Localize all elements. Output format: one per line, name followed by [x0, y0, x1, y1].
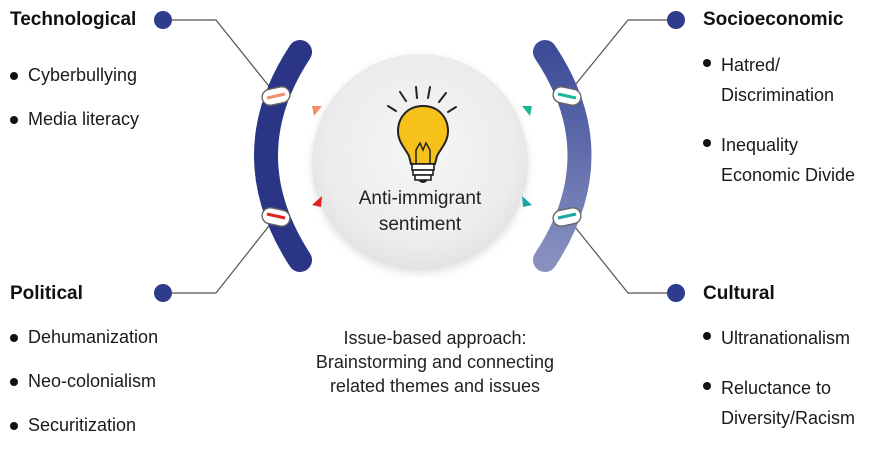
political-heading: Political — [10, 283, 83, 304]
socioeconomic-node — [667, 11, 685, 29]
list-item-line1: Reluctance to — [721, 378, 832, 398]
technological-ring — [261, 86, 291, 106]
mind-map-diagram — [154, 11, 685, 302]
list-item: Hatred/ Discrimination — [703, 50, 855, 110]
cultural-list: Ultranationalism Reluctance to Diversity… — [703, 323, 855, 453]
left-arc — [254, 40, 312, 272]
caption-line2: Brainstorming and connecting — [315, 352, 555, 372]
socioeconomic-heading: Socioeconomic — [703, 9, 844, 30]
technological-connector — [163, 19, 277, 96]
list-item: Securitization — [10, 413, 158, 437]
cultural-node — [667, 284, 685, 302]
socioeconomic-connector — [566, 19, 676, 96]
center-label-line2: sentiment — [378, 214, 462, 235]
list-item: Neo-colonialism — [10, 369, 158, 393]
approach-caption: Issue-based approach: Brainstorming and … — [250, 326, 620, 398]
socioeconomic-ring — [552, 86, 582, 106]
lightbulb-icon — [387, 86, 457, 183]
technological-triangle-icon — [312, 106, 322, 116]
list-item-line1: Hatred/ — [721, 55, 781, 75]
cultural-heading: Cultural — [703, 283, 775, 304]
caption-line1: Issue-based approach: — [343, 328, 527, 348]
political-ring — [261, 207, 291, 227]
list-item: Media literacy — [10, 107, 139, 131]
political-node — [154, 284, 172, 302]
list-item: Dehumanization — [10, 325, 158, 349]
list-item-line1: Ultranationalism — [721, 328, 851, 348]
caption-line3: related themes and issues — [329, 376, 541, 396]
socioeconomic-list: Hatred/ Discrimination Inequality Econom… — [703, 50, 855, 210]
political-connector — [163, 216, 277, 294]
list-item: Reluctance to Diversity/Racism — [703, 373, 855, 433]
list-item-line2: Discrimination — [721, 85, 835, 105]
technological-heading: Technological — [10, 9, 137, 30]
list-item-line1: Inequality — [721, 135, 799, 155]
list-item-line2: Diversity/Racism — [721, 408, 856, 428]
center-label-line1: Anti-immigrant — [358, 188, 482, 209]
list-item: Cyberbullying — [10, 63, 139, 87]
center-label: Anti-immigrant sentiment — [325, 186, 515, 238]
political-triangle-icon — [312, 196, 322, 207]
list-item: Inequality Economic Divide — [703, 130, 855, 190]
political-list: Dehumanization Neo-colonialism Securitiz… — [10, 325, 158, 457]
technological-list: Cyberbullying Media literacy — [10, 63, 139, 151]
list-item: Ultranationalism — [703, 323, 855, 353]
list-item-line2: Economic Divide — [721, 165, 856, 185]
cultural-triangle-icon — [522, 196, 532, 207]
cultural-connector — [566, 216, 676, 294]
socioeconomic-triangle-icon — [522, 106, 532, 116]
cultural-ring — [552, 207, 582, 227]
right-arc — [533, 40, 592, 272]
technological-node — [154, 11, 172, 29]
